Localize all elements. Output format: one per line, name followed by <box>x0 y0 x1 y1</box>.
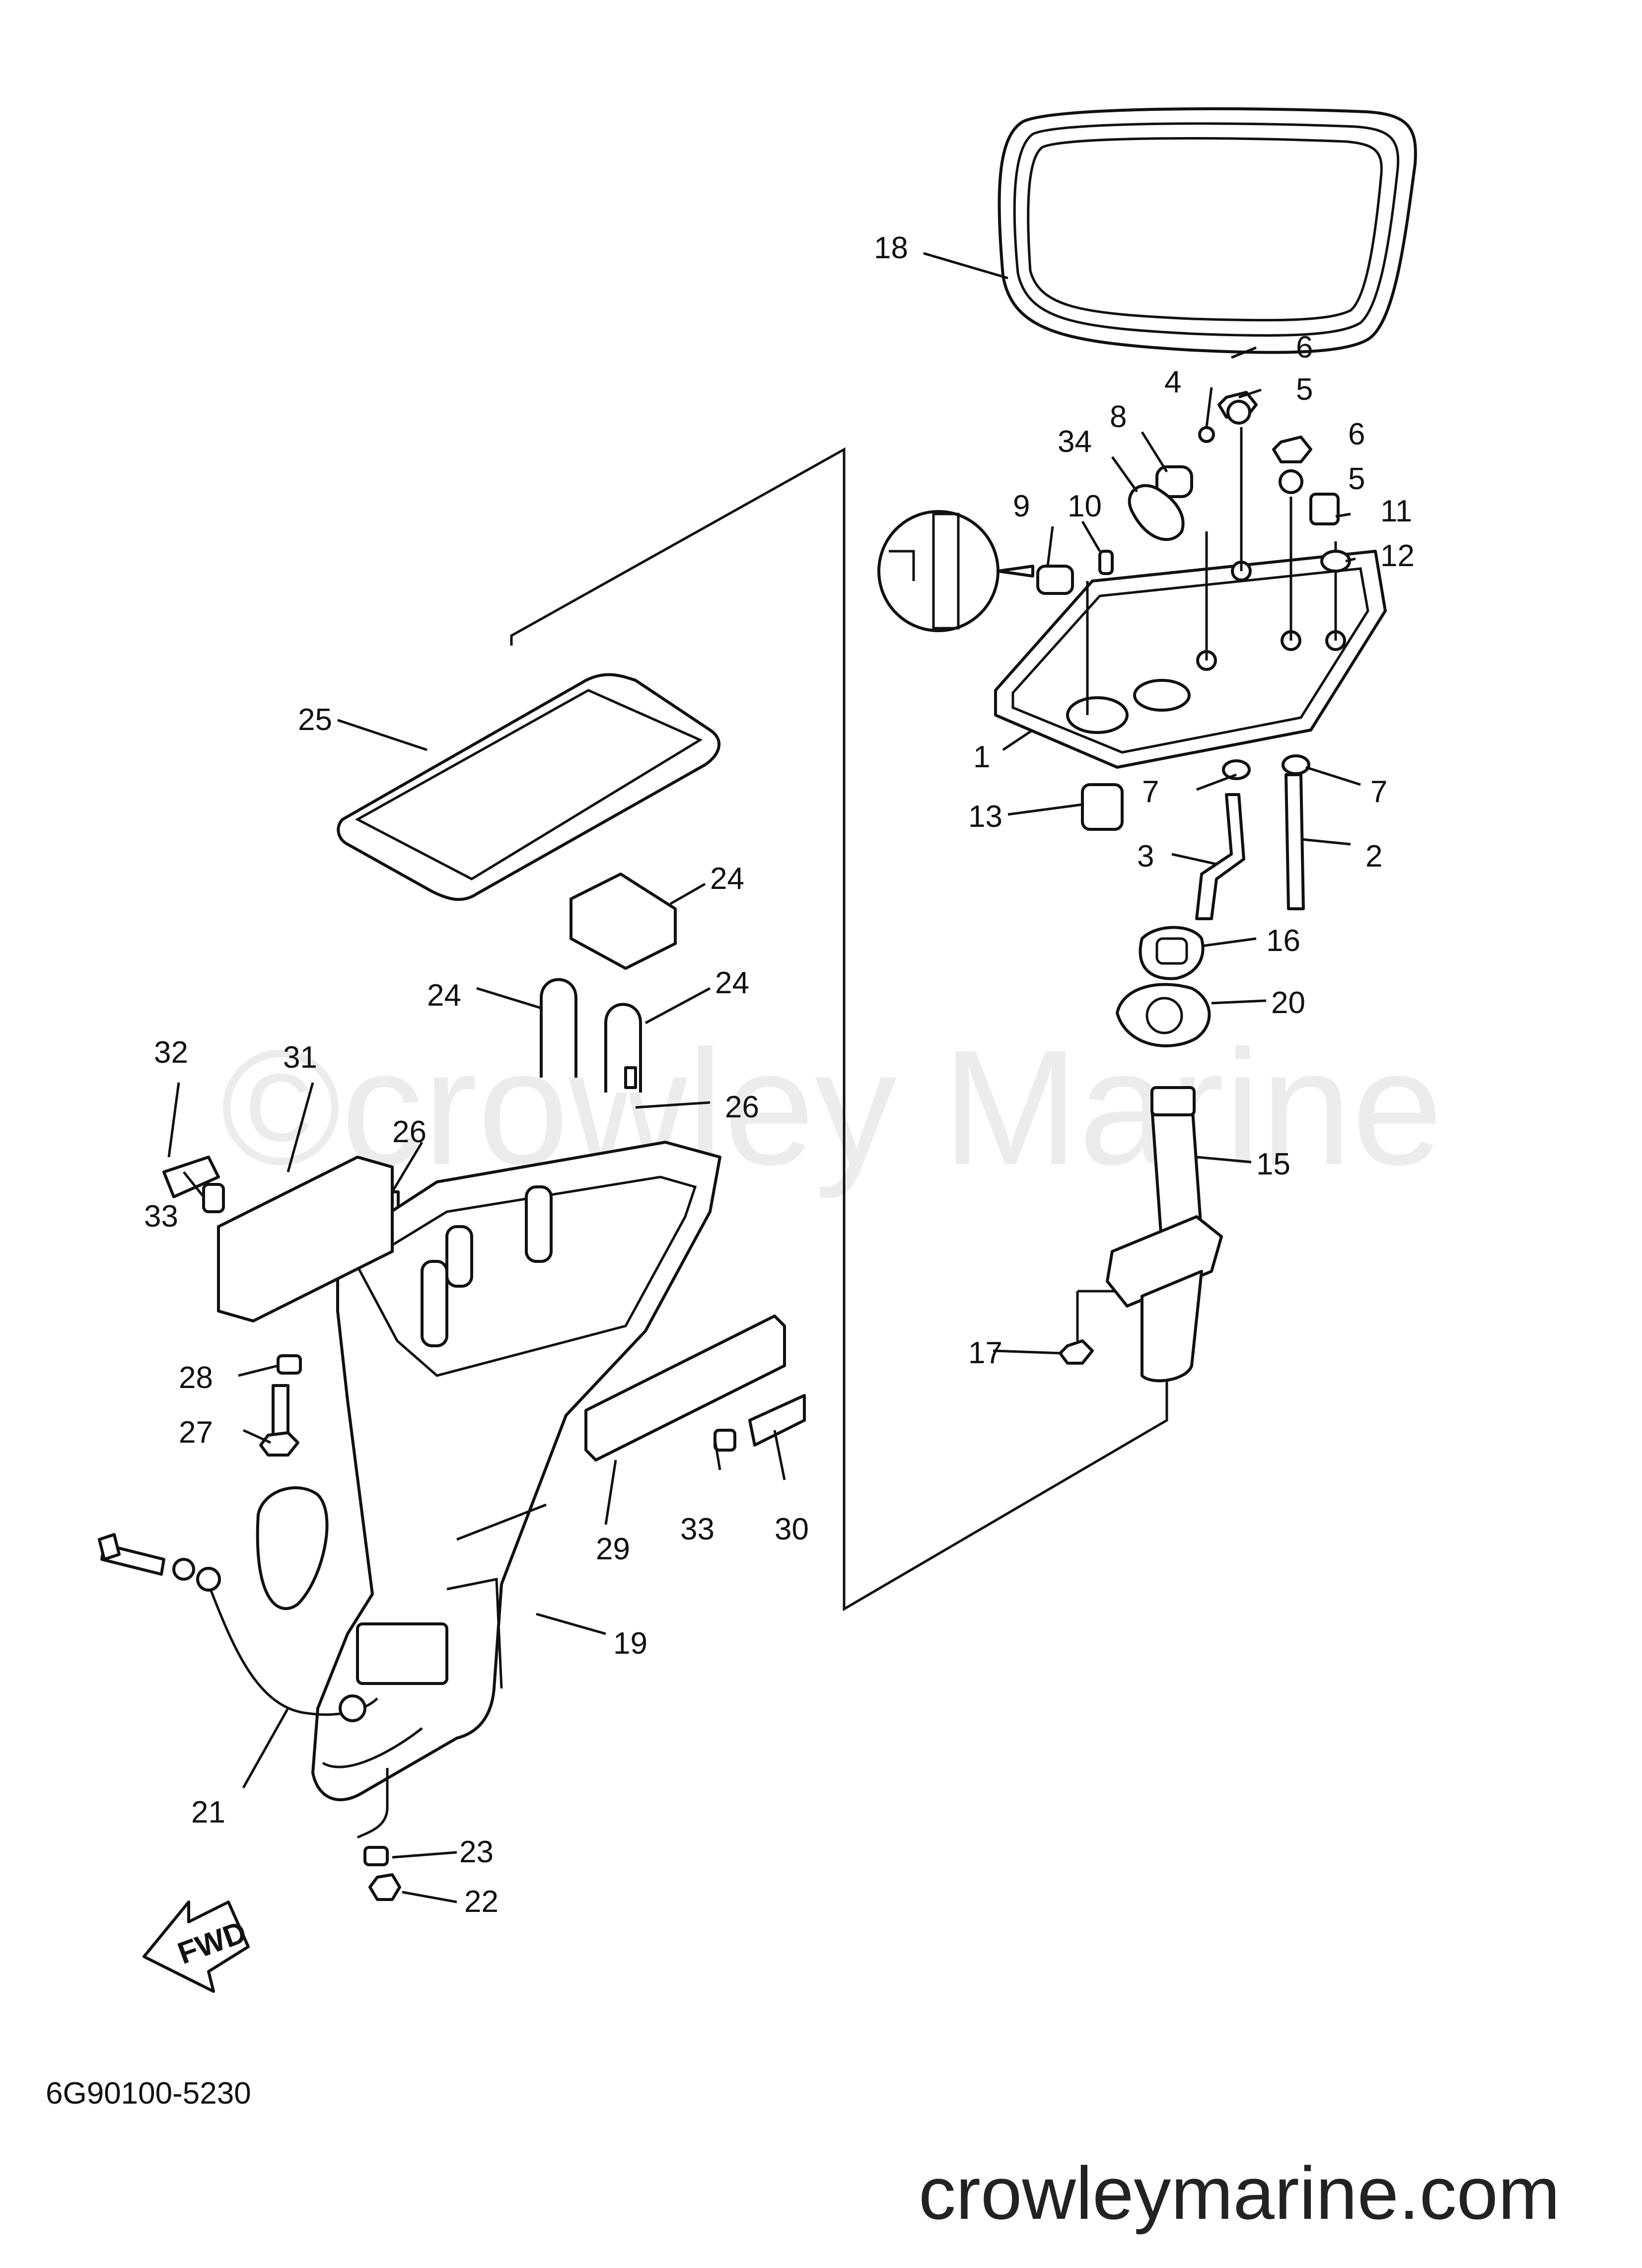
part-2-3-pipes <box>1195 773 1305 920</box>
part-16-18-seals <box>1116 926 1211 1047</box>
callout-3: 3 <box>1137 839 1154 874</box>
plate-fasteners <box>1036 391 1351 831</box>
leader-lines <box>167 252 1361 1903</box>
callout-28: 28 <box>179 1361 213 1395</box>
part-19-lower-casing <box>311 1141 721 1802</box>
callout-34: 34 <box>1058 425 1092 459</box>
callout-15: 15 <box>1256 1147 1290 1181</box>
callout-32: 32 <box>154 1035 188 1070</box>
part-20-ground-lead <box>98 1486 389 1839</box>
callout-4: 4 <box>1164 365 1181 399</box>
callout-20: 21 <box>191 1795 225 1829</box>
callout-29: 29 <box>596 1532 630 1566</box>
callout-7b: 7 <box>1370 775 1387 809</box>
callout-13: 13 <box>968 800 1002 834</box>
part-1-mount-plate <box>994 427 1387 769</box>
callout-5a: 5 <box>1296 372 1313 407</box>
callout-23: 24 <box>710 862 744 896</box>
callout-24b: 24 <box>715 966 749 1000</box>
callout-9: 9 <box>1013 489 1030 523</box>
callout-18: 20 <box>1271 986 1305 1020</box>
callout-31: 31 <box>283 1040 317 1075</box>
callout-6a: 6 <box>1296 330 1313 365</box>
callout-26b: 26 <box>392 1115 427 1149</box>
callout-12: 12 <box>1380 539 1415 573</box>
callout-2: 2 <box>1365 839 1382 874</box>
site-url: crowleymarine.com <box>919 2151 1560 2235</box>
callout-27: 27 <box>179 1415 213 1450</box>
fwd-arrow-icon: FWD <box>143 1901 251 1993</box>
callout-8: 8 <box>1110 400 1127 434</box>
part-14-cowling-seal <box>998 107 1417 354</box>
watermark-text: ©crowley Marine <box>220 1016 1443 1199</box>
part-23-24-brackets <box>386 873 677 1213</box>
callout-14: 18 <box>874 231 908 265</box>
callout-16: 16 <box>1266 924 1300 958</box>
callout-22: 23 <box>459 1835 494 1869</box>
callout-5b: 5 <box>1348 462 1365 496</box>
callout-17: 17 <box>968 1336 1002 1370</box>
assembly-group-lines <box>510 447 1168 1611</box>
callout-33b: 33 <box>680 1512 714 1546</box>
callout-26a: 26 <box>725 1090 759 1124</box>
diagram-code: 6G90100-5230 <box>46 2076 251 2111</box>
callout-1: 1 <box>973 740 990 774</box>
callout-19: 19 <box>613 1626 647 1661</box>
callout-30: 30 <box>775 1512 809 1546</box>
part-25-gasket <box>337 673 720 901</box>
callout-24a: 24 <box>427 978 461 1013</box>
detail-inset <box>877 510 1034 632</box>
callout-7a: 7 <box>1142 775 1159 809</box>
callout-21: 22 <box>464 1885 499 1919</box>
callout-10: 10 <box>1068 489 1102 523</box>
callout-25: 25 <box>298 703 332 737</box>
part-15-exhaust-pipe <box>1059 1086 1223 1383</box>
callout-11: 11 <box>1380 494 1412 528</box>
callout-6b: 6 <box>1348 417 1365 451</box>
misc-fasteners <box>202 1183 736 1901</box>
callout-labels: 18 6 5 4 6 8 34 5 9 10 11 12 1 13 7 7 3 … <box>144 231 1415 1919</box>
part-29-31-covers <box>162 1156 806 1462</box>
callout-33a: 33 <box>144 1199 178 1234</box>
